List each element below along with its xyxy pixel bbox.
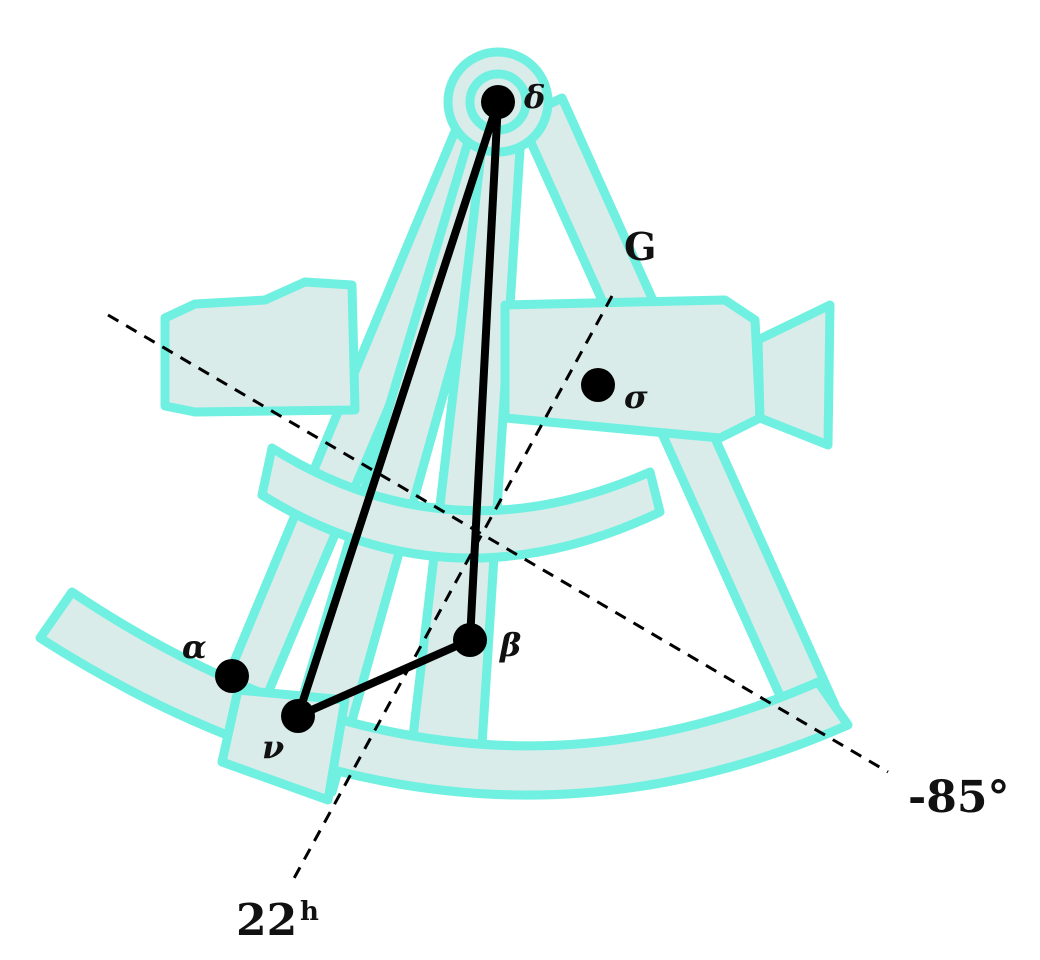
coordinate-lines: [107, 295, 889, 883]
stars: [215, 85, 615, 733]
right-ascension-unit-label: h: [300, 897, 319, 927]
declination-dashed-line: [107, 313, 889, 774]
star-label-alpha: α: [182, 628, 207, 666]
sextant-right-telescope: [500, 295, 765, 443]
constellation-figure: [294, 98, 502, 720]
sextant-eyepiece: [753, 300, 835, 450]
line-delta-nu: [294, 98, 502, 720]
star-delta: [481, 85, 515, 119]
right-ascension-value-label: 22: [236, 895, 297, 946]
gamma-label: G: [624, 224, 656, 269]
declination-label: -85°: [908, 772, 1010, 823]
star-sigma: [581, 368, 615, 402]
star-label-nu: ν: [262, 728, 284, 766]
star-nu: [281, 699, 315, 733]
star-label-sigma: σ: [624, 378, 648, 416]
sextant-illustration: [35, 47, 853, 805]
star-alpha: [215, 659, 249, 693]
sextant-left-telescope: [160, 277, 360, 417]
labels: δ σ α β ν G -85° 22 h: [182, 78, 1010, 946]
star-beta: [453, 623, 487, 657]
star-label-delta: δ: [523, 78, 545, 116]
line-beta-nu: [294, 636, 474, 720]
line-delta-beta: [466, 98, 502, 644]
right-ascension-dashed-line: [290, 295, 614, 883]
star-label-beta: β: [499, 626, 521, 664]
